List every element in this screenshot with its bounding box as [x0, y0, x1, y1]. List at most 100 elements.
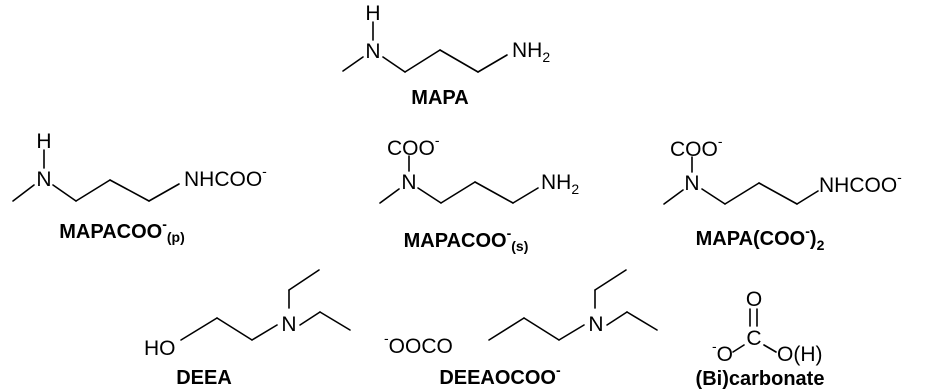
bond — [606, 311, 628, 326]
bond — [382, 56, 406, 73]
caption-main: MAPACOO — [404, 230, 507, 252]
atom-o-right: O(H) — [777, 343, 823, 366]
bond — [288, 269, 320, 291]
bond — [594, 269, 627, 291]
atom-n: N — [365, 40, 380, 63]
atom-o-left: -O — [712, 338, 733, 366]
atom-n: N — [36, 168, 51, 191]
bond-lines — [180, 269, 351, 341]
atom-oocoo-main: OOCO — [389, 335, 453, 358]
caption-subscript: (p) — [167, 229, 185, 245]
atom-oocoo-charge: - — [384, 330, 389, 346]
atom-coo-main: COO — [387, 137, 435, 160]
atom-n: N — [684, 172, 699, 195]
structure-deea: HO N DEEA — [144, 269, 351, 389]
bond — [758, 182, 798, 205]
atom-nh2-subscript: 2 — [542, 49, 550, 65]
bond — [299, 311, 321, 326]
bond — [379, 188, 400, 204]
atom-nhcoo: NHCOO- — [819, 169, 902, 197]
atom-coo: COO- — [387, 132, 440, 160]
bond-lines — [342, 21, 508, 73]
bond — [488, 317, 525, 341]
bond — [216, 317, 253, 341]
atom-nhcoo-main: NHCOO — [184, 168, 262, 191]
bond-lines — [379, 155, 539, 204]
bond — [763, 344, 777, 353]
bond — [75, 179, 111, 202]
atom-nhcoo-charge: - — [262, 163, 267, 179]
bond — [251, 324, 278, 341]
caption-mapa-coo2: MAPA(COO-)2 — [696, 223, 825, 253]
atom-coo-charge: - — [718, 133, 723, 149]
structure-mapa-coo2: COO- N NHCOO- MAPA(COO-)2 — [663, 133, 902, 253]
bond-lines — [732, 308, 777, 353]
atom-ho: HO — [144, 337, 176, 360]
bond — [440, 181, 476, 204]
atom-nhcoo-main: NHCOO — [819, 174, 897, 197]
caption-main: MAPACOO — [59, 221, 162, 243]
caption-bicarbonate: (Bi)carbonate — [696, 368, 825, 390]
caption-main: MAPA(COO — [696, 228, 806, 250]
structure-mapacoo-s: COO- N NH2 MAPACOO-(s) — [379, 132, 579, 254]
structure-deeaocoo: -OOCO N DEEAOCOO- — [384, 269, 658, 389]
caption-deea: DEEA — [176, 367, 232, 389]
caption-mapacoo-s: MAPACOO-(s) — [404, 225, 529, 254]
bond-lines — [663, 156, 819, 205]
atom-h: H — [36, 130, 51, 153]
atom-n: N — [588, 313, 603, 336]
atom-nh2: NH2 — [512, 39, 550, 65]
caption-mapa: MAPA — [411, 87, 468, 109]
bond — [109, 179, 150, 202]
atom-nh2: NH2 — [541, 171, 579, 197]
bond — [724, 182, 760, 205]
atom-h: H — [365, 2, 380, 25]
caption-mapacoo-p: MAPACOO-(p) — [59, 216, 185, 245]
atom-nh2-main: NH — [512, 39, 542, 62]
atom-nh2-main: NH — [541, 171, 571, 194]
caption-deeaocoo: DEEAOCOO- — [439, 362, 561, 389]
bond — [796, 190, 819, 205]
bond — [404, 49, 441, 73]
caption-charge: - — [507, 225, 512, 241]
bond-lines — [488, 269, 658, 341]
bond — [439, 49, 479, 73]
atom-o-left-main: O — [717, 343, 733, 366]
atom-coo-charge: - — [435, 132, 440, 148]
bond — [12, 184, 35, 202]
caption-subscript: 2 — [817, 237, 825, 253]
atom-o-left-charge: - — [712, 338, 717, 354]
bond — [732, 344, 745, 353]
atom-coo: COO- — [670, 133, 723, 161]
atom-nhcoo-charge: - — [897, 169, 902, 185]
bond — [477, 54, 508, 73]
atom-oocoo: -OOCO — [384, 330, 453, 358]
bond — [319, 311, 351, 331]
bond — [626, 311, 658, 331]
bond — [52, 184, 77, 202]
caption-subscript: (s) — [511, 238, 528, 254]
bond — [663, 189, 684, 205]
caption-charge: - — [556, 362, 561, 378]
bond — [180, 317, 218, 341]
structure-mapacoo-p: H N NHCOO- MAPACOO-(p) — [12, 130, 267, 245]
atom-n: N — [281, 313, 296, 336]
atom-coo-main: COO — [670, 138, 718, 161]
atom-nh2-subscript: 2 — [571, 181, 579, 197]
bond — [148, 183, 180, 202]
bond — [701, 188, 726, 205]
caption-main: DEEAOCOO — [439, 367, 556, 389]
atom-o-top: O — [746, 288, 762, 311]
atom-nhcoo: NHCOO- — [184, 163, 267, 191]
structure-bicarbonate: O C -O O(H) (Bi)carbonate — [696, 288, 825, 390]
structure-mapa: H N NH2 MAPA — [342, 2, 550, 109]
bond — [558, 324, 585, 341]
atom-c: C — [746, 327, 761, 350]
bond — [342, 56, 364, 72]
atom-n: N — [401, 171, 416, 194]
caption-charge: - — [805, 223, 810, 239]
bond-lines — [12, 149, 180, 202]
bond — [417, 187, 442, 204]
bond — [512, 187, 539, 204]
